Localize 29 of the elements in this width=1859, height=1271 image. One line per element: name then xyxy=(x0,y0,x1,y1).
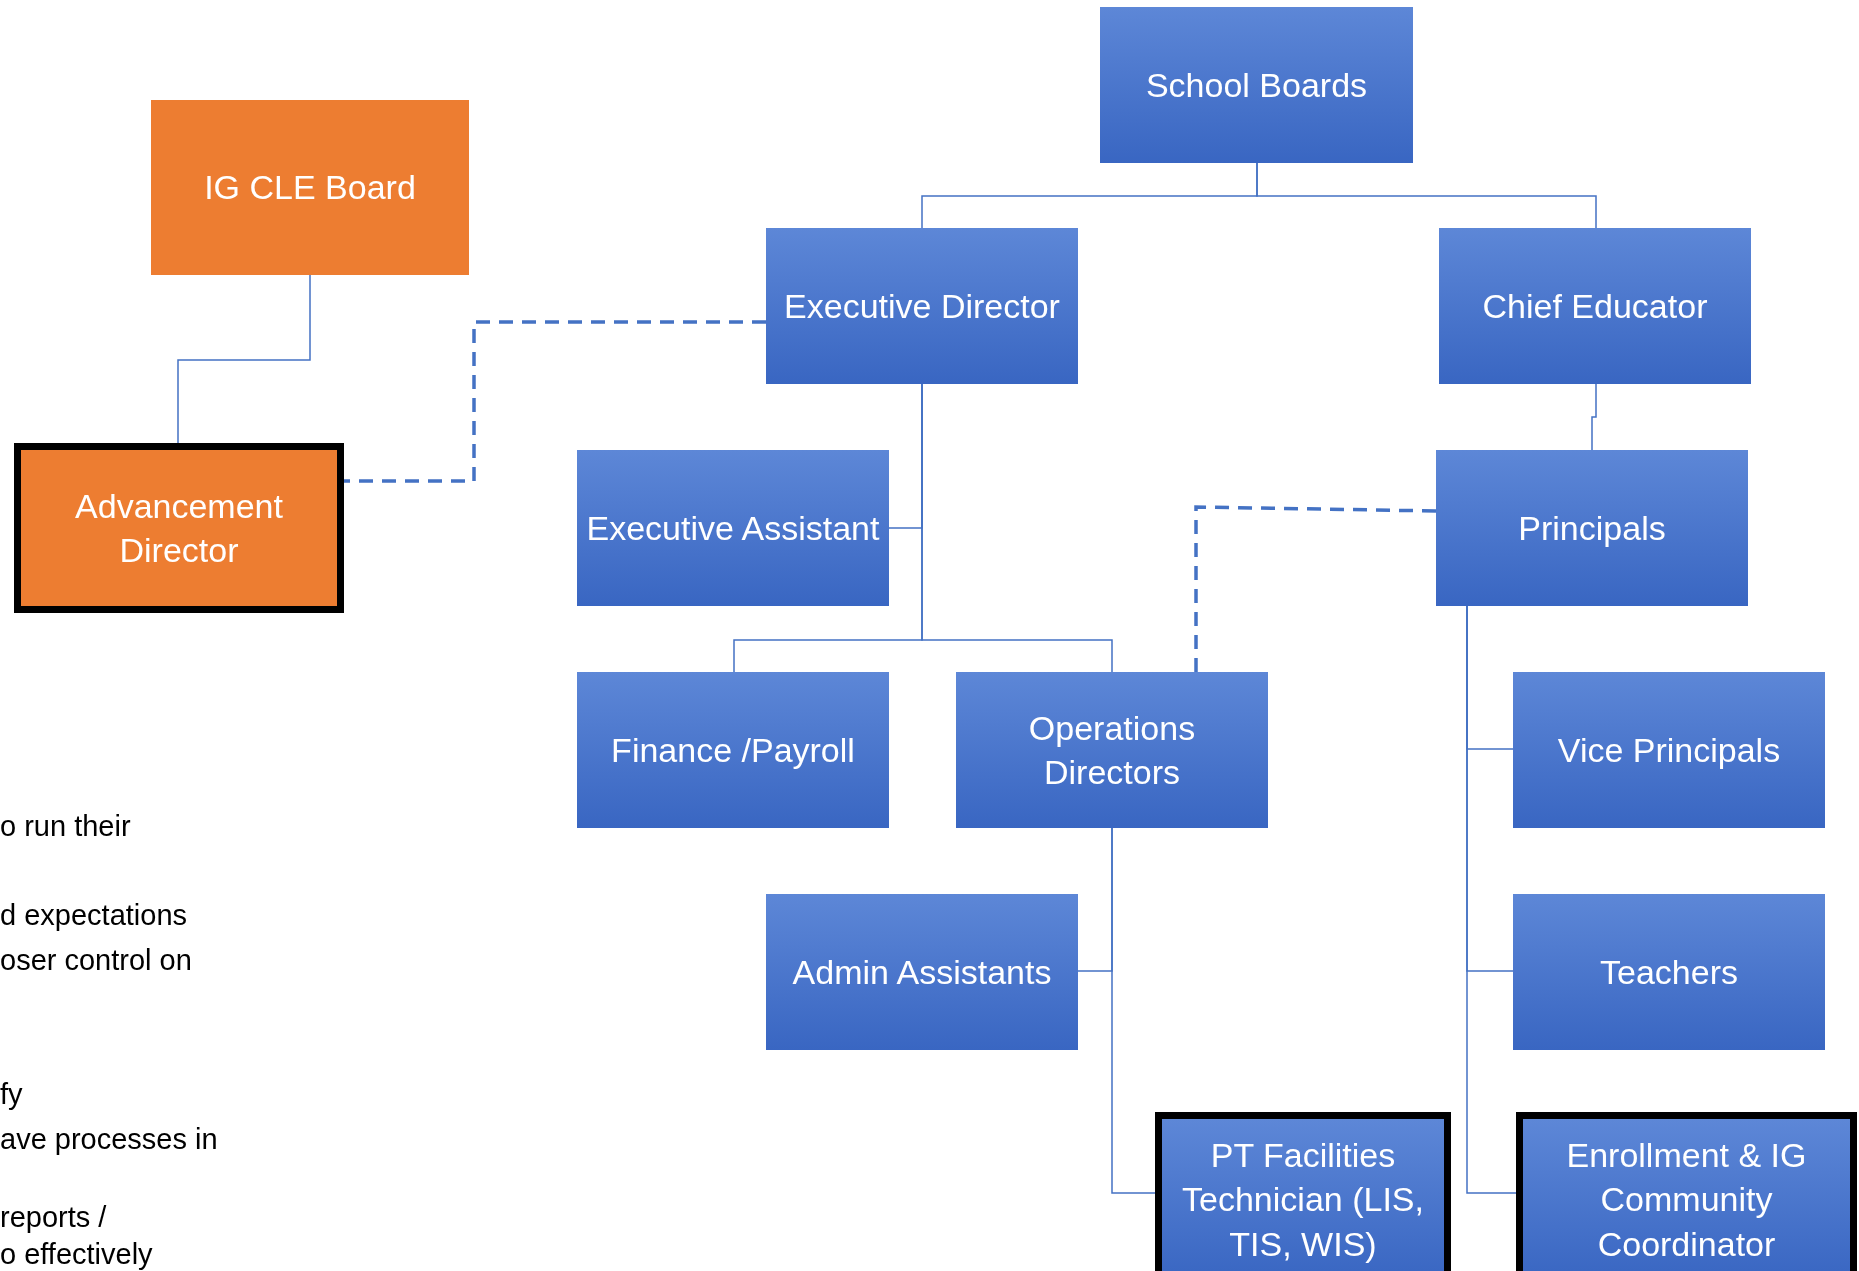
connector-line xyxy=(1256,162,1597,229)
note-text: o effectively xyxy=(0,1237,153,1271)
dashed-connector xyxy=(344,320,766,483)
org-box: Finance /Payroll xyxy=(577,672,889,828)
org-box: Executive Assistant xyxy=(577,450,889,606)
connector-line xyxy=(1111,827,1156,1194)
org-box: Advancement Director xyxy=(14,443,344,613)
org-box: Vice Principals xyxy=(1513,672,1825,828)
note-text: o run their xyxy=(0,809,131,843)
connector-line xyxy=(921,383,1113,673)
org-box: Admin Assistants xyxy=(766,894,1078,1050)
dashed-connector xyxy=(1194,505,1437,672)
org-box: Teachers xyxy=(1513,894,1825,1050)
org-box: Executive Director xyxy=(766,228,1078,384)
note-text: fy xyxy=(0,1077,23,1111)
org-box: School Boards xyxy=(1100,7,1413,163)
org-box: Operations Directors xyxy=(956,672,1268,828)
connector-line xyxy=(177,274,311,444)
note-text: oser control on xyxy=(0,943,192,977)
connector-line xyxy=(1591,383,1597,451)
note-text: reports / xyxy=(0,1200,107,1234)
org-box: Principals xyxy=(1436,450,1748,606)
org-box: Enrollment & IG Community Coordinator xyxy=(1516,1112,1857,1271)
org-box: Chief Educator xyxy=(1439,228,1751,384)
note-text: ave processes in xyxy=(0,1122,218,1156)
org-box: IG CLE Board xyxy=(151,100,469,275)
connector-line xyxy=(1466,605,1517,1194)
note-text: d expectations xyxy=(0,898,187,932)
org-box: PT Facilities Technician (LIS, TIS, WIS) xyxy=(1155,1112,1451,1271)
